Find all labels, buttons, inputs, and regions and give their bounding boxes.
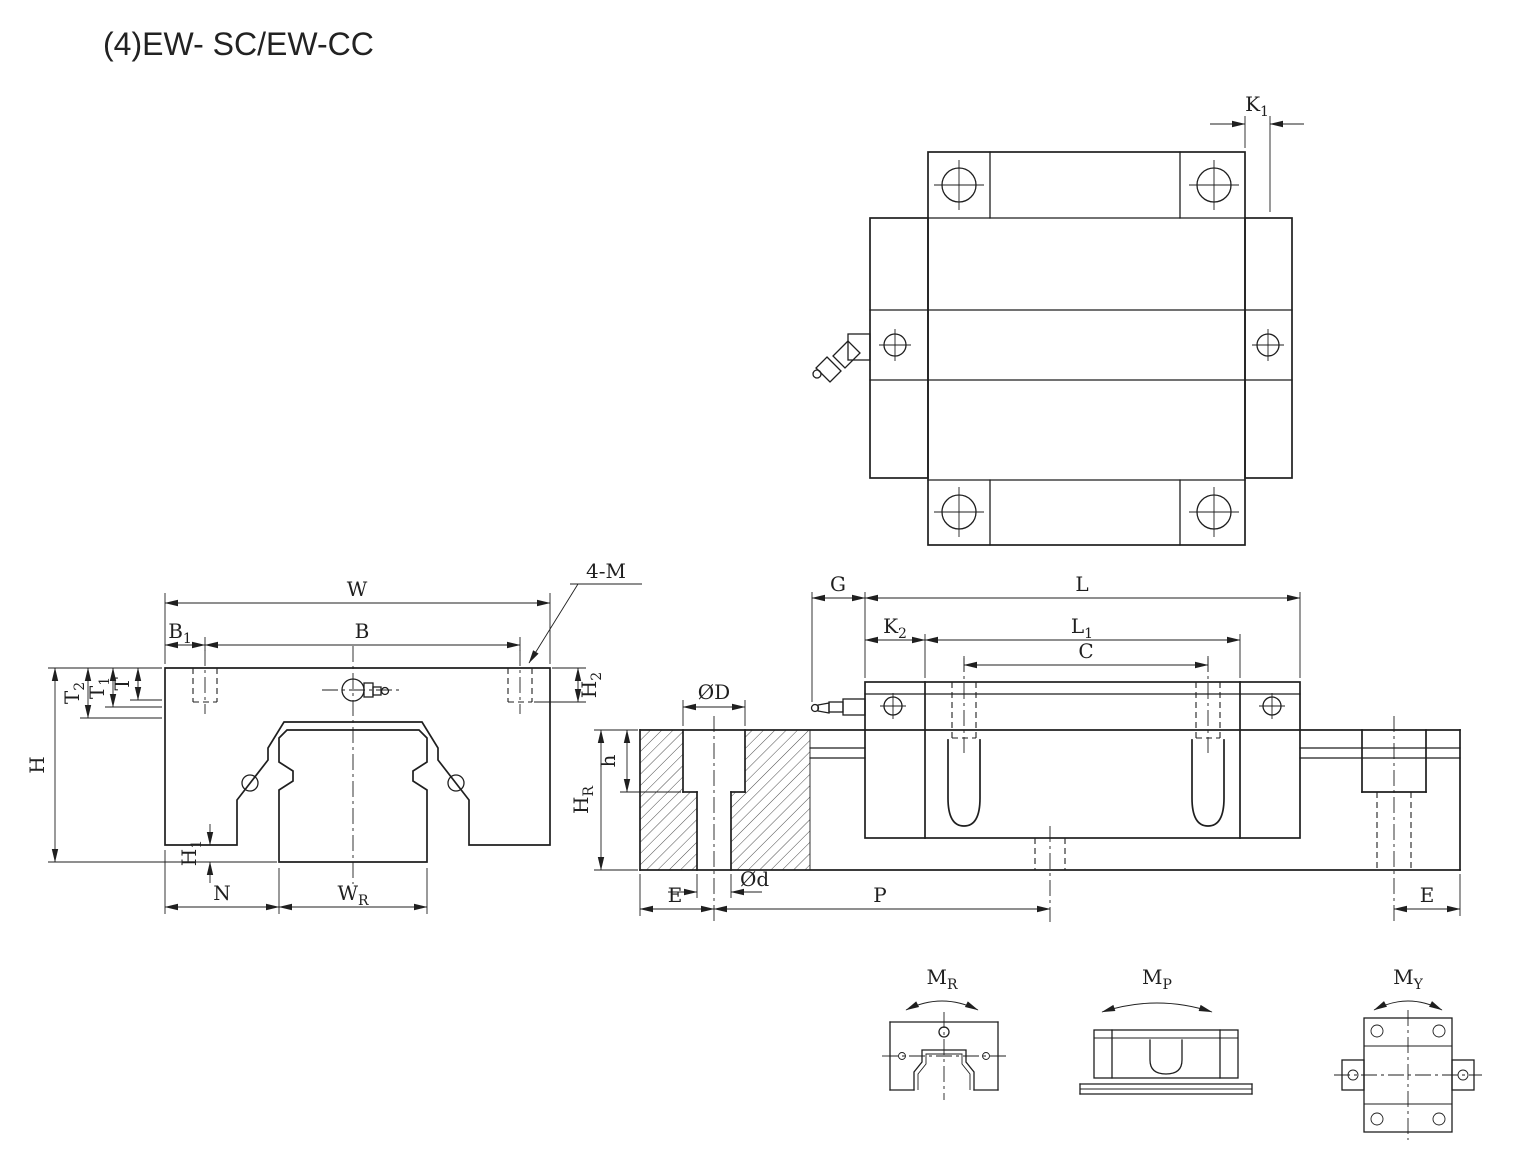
label-h2: H2 xyxy=(577,672,605,698)
label-wr: WR xyxy=(337,881,369,909)
dim-diaD: ØD xyxy=(682,680,746,726)
rail-cross-section xyxy=(278,729,428,863)
label-t: T xyxy=(110,677,134,691)
front-view-centerlines xyxy=(204,646,521,884)
top-view: K1 xyxy=(812,92,1304,546)
label-mr: MR xyxy=(926,965,957,993)
label-k2: K2 xyxy=(883,614,907,642)
top-view-body-outline xyxy=(869,151,1293,546)
mini-side-view xyxy=(1079,1029,1253,1095)
moment-arrow-mp-icon xyxy=(1101,1002,1213,1013)
dim-n: N xyxy=(164,850,280,914)
grease-nipple-top-icon xyxy=(812,333,871,383)
side-view: ØD h HR Ød E P xyxy=(569,572,1461,922)
ball-return-tracks xyxy=(947,739,1225,827)
label-w: W xyxy=(347,577,368,601)
dim-k1: K1 xyxy=(1210,92,1304,212)
dim-k2: K2 xyxy=(864,614,926,678)
label-diaD: ØD xyxy=(698,680,730,704)
dim-h: H xyxy=(25,667,277,863)
dim-4m: 4-M xyxy=(528,559,642,664)
moment-view-mr: MR xyxy=(882,965,1006,1100)
label-p: P xyxy=(873,883,886,907)
label-t1: T1 xyxy=(85,677,113,699)
carriage-hidden-holes xyxy=(951,656,1221,754)
label-my: MY xyxy=(1393,965,1423,993)
label-h: H xyxy=(25,756,49,773)
carriage-side-view xyxy=(864,681,1301,839)
dim-h1: H1 xyxy=(177,824,214,883)
dim-l: L xyxy=(864,572,1301,678)
label-l1: L1 xyxy=(1071,614,1093,642)
label-l: L xyxy=(1075,572,1088,596)
rail-hole-middle xyxy=(1034,826,1066,922)
label-4m: 4-M xyxy=(586,559,626,583)
carriage-cross-section xyxy=(164,667,551,846)
dim-c: C xyxy=(963,639,1209,672)
dim-diad: Ød xyxy=(668,867,769,898)
label-e-left: E xyxy=(668,883,683,907)
label-mp: MP xyxy=(1142,965,1172,993)
mini-top-view xyxy=(1334,1010,1482,1140)
dim-wr: WR xyxy=(278,868,428,914)
tapped-holes-hidden xyxy=(192,668,533,703)
moment-arrow-my-icon xyxy=(1373,1000,1443,1011)
rail-section-hatched xyxy=(639,716,811,922)
label-n: N xyxy=(213,881,231,905)
rail-side-view xyxy=(639,729,1461,871)
top-view-endcap-holes xyxy=(879,329,1284,361)
dim-b1: B1 xyxy=(164,619,206,649)
moment-view-my: MY xyxy=(1334,965,1482,1140)
label-b1: B1 xyxy=(168,619,192,647)
label-diad: Ød xyxy=(740,867,769,891)
dim-e-right: E xyxy=(1393,874,1461,916)
rail-hole-right xyxy=(1361,716,1427,922)
dim-b: B xyxy=(204,619,521,651)
moment-arrow-mr-icon xyxy=(905,1000,979,1011)
page-title: (4)EW- SC/EW-CC xyxy=(103,26,374,62)
dim-t-stack: T T1 T2 xyxy=(48,667,162,719)
dim-g: G xyxy=(811,572,866,702)
dim-hr: HR xyxy=(569,729,638,871)
front-view: W B B1 4-M H2 xyxy=(25,559,642,914)
label-h1: H1 xyxy=(177,840,205,866)
label-t2: T2 xyxy=(60,682,88,704)
grease-nipple-side-icon xyxy=(810,698,866,716)
dim-e-left: E xyxy=(639,874,715,916)
label-hr: HR xyxy=(569,786,597,814)
dim-p: P xyxy=(713,883,1051,913)
label-k1: K1 xyxy=(1245,92,1269,120)
label-e-right: E xyxy=(1420,883,1435,907)
label-c: C xyxy=(1078,639,1093,663)
label-h-small: h xyxy=(596,754,620,767)
dim-l1: L1 xyxy=(924,614,1241,678)
label-g: G xyxy=(830,572,846,596)
top-view-mounting-holes xyxy=(934,160,1239,537)
mini-front-view xyxy=(882,1012,1006,1100)
dim-h2: H2 xyxy=(534,667,605,703)
label-b: B xyxy=(355,619,370,643)
moment-view-mp: MP xyxy=(1079,965,1253,1095)
